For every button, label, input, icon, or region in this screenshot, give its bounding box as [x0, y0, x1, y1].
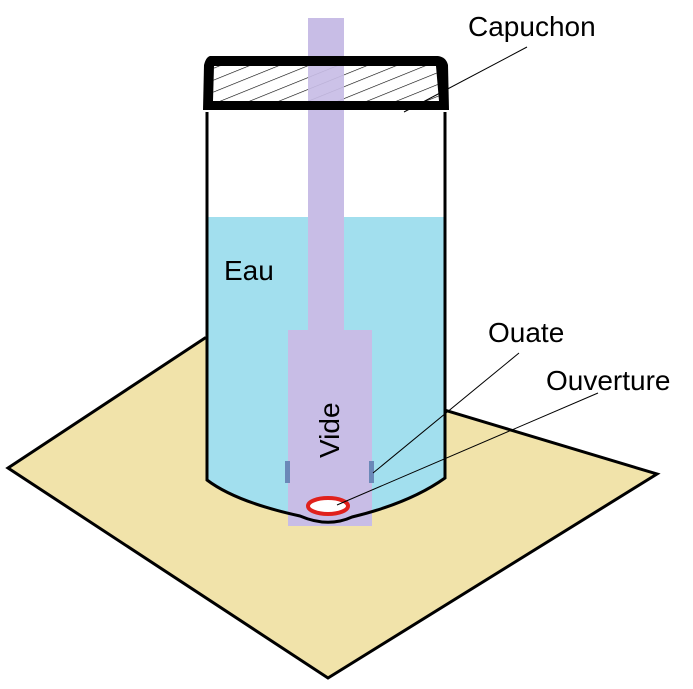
vacuum-label: Vide: [314, 402, 345, 458]
opening-label: Ouverture: [546, 365, 671, 396]
opening-leader-line: [336, 392, 599, 506]
cap-leader-line: [403, 46, 528, 113]
tube-through-cap: [308, 66, 344, 101]
cotton-leader-line: [372, 352, 520, 474]
cotton-left: [285, 461, 290, 483]
cotton-right: [369, 461, 374, 483]
inner-tube-lower: [288, 330, 372, 526]
water-label: Eau: [224, 255, 274, 286]
jar-outline: [205, 112, 447, 524]
opening: [306, 496, 350, 516]
cotton-label: Ouate: [488, 317, 564, 348]
cap-label: Capuchon: [468, 11, 596, 42]
